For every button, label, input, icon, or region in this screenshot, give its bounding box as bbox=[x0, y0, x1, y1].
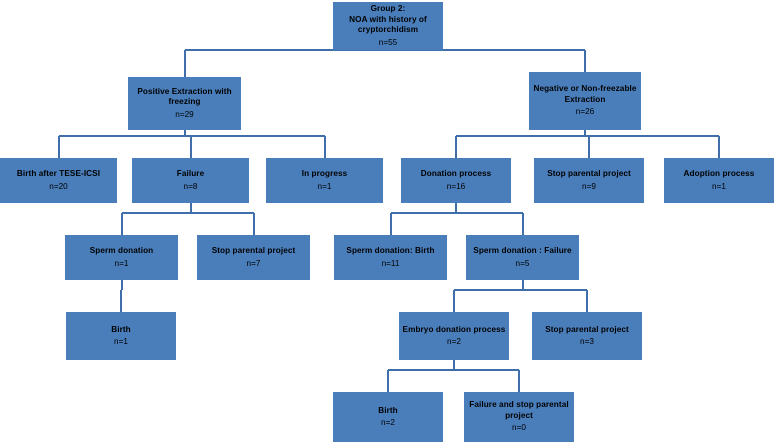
flow-node-stop_par_1: Stop parental project n=9 bbox=[534, 158, 644, 203]
flow-node-sd_birth: Sperm donation: Birth n=11 bbox=[334, 235, 447, 280]
flow-node-title: Adoption process bbox=[683, 169, 755, 178]
flow-node-birth_2: Birth n=2 bbox=[333, 392, 443, 442]
flow-node-title: Stop parental project bbox=[545, 324, 629, 334]
flow-node-count: n=2 bbox=[381, 418, 395, 427]
flow-node-title: Embryo donation process bbox=[402, 324, 506, 334]
flow-node-count: n=1 bbox=[712, 181, 726, 191]
flow-node-birth_1: Birth n=1 bbox=[66, 312, 176, 360]
flow-node-title: In progress bbox=[301, 169, 348, 178]
flow-node-title: Negative or Non-freezable Extraction bbox=[533, 84, 637, 104]
flow-node-count: n=1 bbox=[317, 181, 332, 191]
flow-node-count: n=55 bbox=[378, 37, 398, 47]
flow-node-count: n=5 bbox=[515, 258, 530, 268]
flow-node-title: Sperm donation bbox=[89, 246, 154, 255]
flow-node-count: n=26 bbox=[575, 107, 595, 117]
flow-node-failure: Failure n=8 bbox=[132, 158, 249, 203]
flow-node-title: Sperm donation : Failure bbox=[473, 246, 572, 255]
flow-node-title: Birth bbox=[111, 324, 131, 334]
flow-node-count: n=2 bbox=[447, 337, 461, 346]
flow-node-count: n=9 bbox=[582, 181, 596, 191]
flow-node-root: Group 2:NOA with history of cryptorchidi… bbox=[333, 2, 443, 50]
flow-node-title: Failure and stop parental project bbox=[469, 400, 569, 420]
flow-node-title: Failure bbox=[176, 169, 205, 178]
flow-node-count: n=8 bbox=[183, 181, 198, 191]
flow-node-stop_par_2: Stop parental project n=7 bbox=[197, 235, 310, 280]
flow-node-count: n=11 bbox=[381, 258, 400, 268]
flow-node-donation_proc: Donation process n=16 bbox=[401, 158, 511, 203]
flow-node-title: Stop parental project bbox=[547, 169, 631, 178]
flow-node-in_progress: In progress n=1 bbox=[266, 158, 383, 203]
flow-node-birth_tese: Birth after TESE-ICSI n=20 bbox=[0, 158, 117, 203]
flow-node-count: n=3 bbox=[580, 337, 594, 346]
flow-node-count: n=1 bbox=[114, 258, 129, 268]
flow-node-count: n=29 bbox=[175, 109, 194, 119]
flow-node-title: Group 2: bbox=[370, 4, 406, 13]
flow-node-fail_stop: Failure and stop parental project n=0 bbox=[464, 392, 574, 442]
flow-node-embryo_don: Embryo donation process n=2 bbox=[399, 312, 509, 360]
flow-node-sd_failure: Sperm donation : Failure n=5 bbox=[466, 235, 579, 280]
flow-node-sperm_don: Sperm donation n=1 bbox=[65, 235, 178, 280]
flow-node-stop_par_3: Stop parental project n=3 bbox=[532, 312, 642, 360]
flow-node-count: n=0 bbox=[512, 423, 526, 433]
flow-node-title: Positive Extraction with freezing bbox=[137, 86, 232, 107]
flow-node-count: n=7 bbox=[246, 258, 261, 268]
flow-node-count: n=16 bbox=[446, 181, 466, 191]
flow-node-title: Birth after TESE-ICSI bbox=[16, 169, 101, 178]
flow-node-title: NOA with history of cryptorchidism bbox=[349, 14, 427, 35]
flow-node-count: n=1 bbox=[114, 337, 128, 346]
flow-node-title: Donation process bbox=[420, 169, 492, 178]
flow-node-neg_extract: Negative or Non-freezable Extraction n=26 bbox=[529, 72, 641, 130]
flow-node-title: Stop parental project bbox=[211, 246, 296, 255]
flow-node-pos_extract: Positive Extraction with freezing n=29 bbox=[128, 77, 241, 130]
flow-node-adoption: Adoption process n=1 bbox=[664, 158, 774, 203]
flow-node-count: n=20 bbox=[49, 181, 68, 191]
flow-node-title: Sperm donation: Birth bbox=[346, 246, 435, 255]
flow-node-title: Birth bbox=[378, 405, 398, 415]
